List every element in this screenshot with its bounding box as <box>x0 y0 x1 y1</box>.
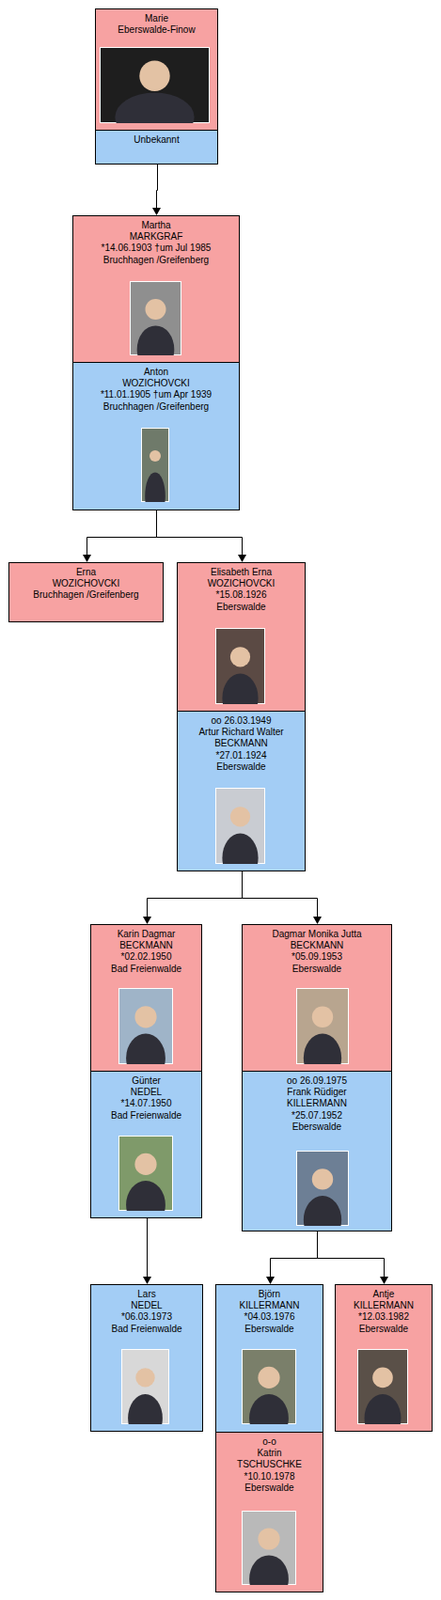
descent-connector <box>142 1218 152 1285</box>
descent-connector <box>157 510 248 563</box>
person-text: Elisabeth Erna <box>177 567 305 579</box>
portrait-photo <box>141 427 170 503</box>
person-text: *14.06.1903 †um Jul 1985 <box>73 242 239 254</box>
person-text: Unbekannt <box>95 134 218 146</box>
person-text: Katrin <box>216 1448 323 1460</box>
person-text: *15.08.1926 <box>177 589 305 601</box>
male-person-box: LarsNEDEL*06.03.1973Bad Freienwalde <box>90 1284 204 1433</box>
person-text: NEDEL <box>91 1086 202 1099</box>
person-text: Eberswalde <box>216 1323 323 1336</box>
female-person-box: o-oKatrinTSCHUSCHKE*10.10.1978Eberswalde <box>215 1432 324 1593</box>
person-text: Martha <box>73 220 239 232</box>
person-text: Frank Rüdiger <box>242 1086 392 1099</box>
person-text: oo 26.03.1949 <box>177 715 305 727</box>
person-text: Antje <box>335 1289 432 1301</box>
male-person-box: oo 26.03.1949Artur Richard WalterBECKMAN… <box>176 710 306 872</box>
female-person-box: Dagmar Monika JuttaBECKMANN*05.09.1953Eb… <box>241 924 393 1072</box>
portrait-photo <box>357 1349 409 1425</box>
descent-connector <box>152 164 161 216</box>
person-text: Eberswalde <box>216 1482 323 1495</box>
person-text: WOZICHOVCKI <box>177 578 305 590</box>
female-person-box: AntjeKILLERMANN*12.03.1982Eberswalde <box>334 1284 433 1433</box>
portrait-photo <box>99 47 210 124</box>
portrait-photo <box>215 787 266 865</box>
person-text: BECKMANN <box>177 738 305 750</box>
person-text: Anton <box>73 366 239 378</box>
portrait-photo <box>118 1135 174 1212</box>
person-text: Eberswalde <box>242 1121 392 1134</box>
person-text: Eberswalde-Finow <box>95 24 218 36</box>
person-text: Günter <box>91 1075 202 1087</box>
portrait-photo <box>121 1349 170 1425</box>
person-text: *06.03.1973 <box>91 1311 203 1323</box>
descent-connector <box>266 1231 318 1285</box>
person-text: Lars <box>91 1289 203 1301</box>
person-text: *14.07.1950 <box>91 1098 202 1110</box>
person-text: *11.01.1905 †um Apr 1939 <box>73 389 239 401</box>
descent-connector <box>317 1231 390 1285</box>
descent-connector <box>242 871 323 925</box>
person-text: MARKGRAF <box>73 231 239 243</box>
person-text: Bruchhagen /Greifenberg <box>73 254 239 267</box>
person-text: oo 26.09.1975 <box>242 1075 392 1087</box>
male-person-box: GünterNEDEL*14.07.1950Bad Freienwalde <box>90 1071 203 1219</box>
male-person-box: BjörnKILLERMANN*04.03.1976Eberswalde <box>215 1284 324 1434</box>
male-person-box: oo 26.09.1975Frank RüdigerKILLERMANN*25.… <box>241 1071 393 1232</box>
person-text: *04.03.1976 <box>216 1311 323 1323</box>
person-text: NEDEL <box>91 1300 203 1312</box>
portrait-photo <box>129 281 182 356</box>
person-text: *10.10.1978 <box>216 1471 323 1483</box>
person-text: *27.01.1924 <box>177 750 305 762</box>
portrait-photo <box>215 628 266 705</box>
person-text: Bad Freienwalde <box>91 963 202 976</box>
person-text: Björn <box>216 1289 323 1301</box>
female-person-box: ErnaWOZICHOVCKIBruchhagen /Greifenberg <box>8 562 164 623</box>
person-text: Bruchhagen /Greifenberg <box>9 589 163 601</box>
person-text: Karin Dagmar <box>91 929 202 941</box>
person-text: o-o <box>216 1436 323 1449</box>
portrait-photo <box>241 1349 297 1425</box>
portrait-photo <box>296 988 349 1065</box>
person-text: Artur Richard Walter <box>177 726 305 739</box>
person-text: Dagmar Monika Jutta <box>242 929 392 941</box>
person-text: *05.09.1953 <box>242 951 392 963</box>
person-text: Eberswalde <box>177 761 305 773</box>
descent-connector <box>142 871 243 925</box>
descent-connector <box>82 510 158 563</box>
portrait-photo <box>296 1150 349 1227</box>
person-text: WOZICHOVCKI <box>9 578 163 590</box>
female-person-box: Elisabeth ErnaWOZICHOVCKI*15.08.1926Eber… <box>176 562 306 712</box>
person-text: Bad Freienwalde <box>91 1323 203 1336</box>
female-person-box: Karin DagmarBECKMANN*02.02.1950Bad Freie… <box>90 924 203 1072</box>
female-person-box: MarthaMARKGRAF*14.06.1903 †um Jul 1985Br… <box>72 215 240 363</box>
male-person-box: AntonWOZICHOVCKI*11.01.1905 †um Apr 1939… <box>72 362 240 511</box>
person-text: Eberswalde <box>242 963 392 976</box>
person-text: TSCHUSCHKE <box>216 1459 323 1471</box>
person-text: Bruchhagen /Greifenberg <box>73 401 239 413</box>
person-text: Eberswalde <box>335 1323 432 1336</box>
portrait-photo <box>241 1511 297 1586</box>
person-text: *25.07.1952 <box>242 1110 392 1122</box>
person-text: BECKMANN <box>242 940 392 952</box>
person-text: KILLERMANN <box>216 1300 323 1312</box>
person-text: KILLERMANN <box>242 1098 392 1110</box>
male-person-box: Unbekannt <box>94 129 219 165</box>
person-text: BECKMANN <box>91 940 202 952</box>
portrait-photo <box>118 988 174 1065</box>
female-person-box: MarieEberswalde-Finow <box>94 8 219 131</box>
person-text: WOZICHOVCKI <box>73 378 239 390</box>
person-text: Marie <box>95 13 218 25</box>
person-text: Eberswalde <box>177 601 305 614</box>
person-text: *12.03.1982 <box>335 1311 432 1323</box>
person-text: *02.02.1950 <box>91 951 202 963</box>
person-text: Bad Freienwalde <box>91 1110 202 1122</box>
person-text: KILLERMANN <box>335 1300 432 1312</box>
person-text: Erna <box>9 567 163 579</box>
